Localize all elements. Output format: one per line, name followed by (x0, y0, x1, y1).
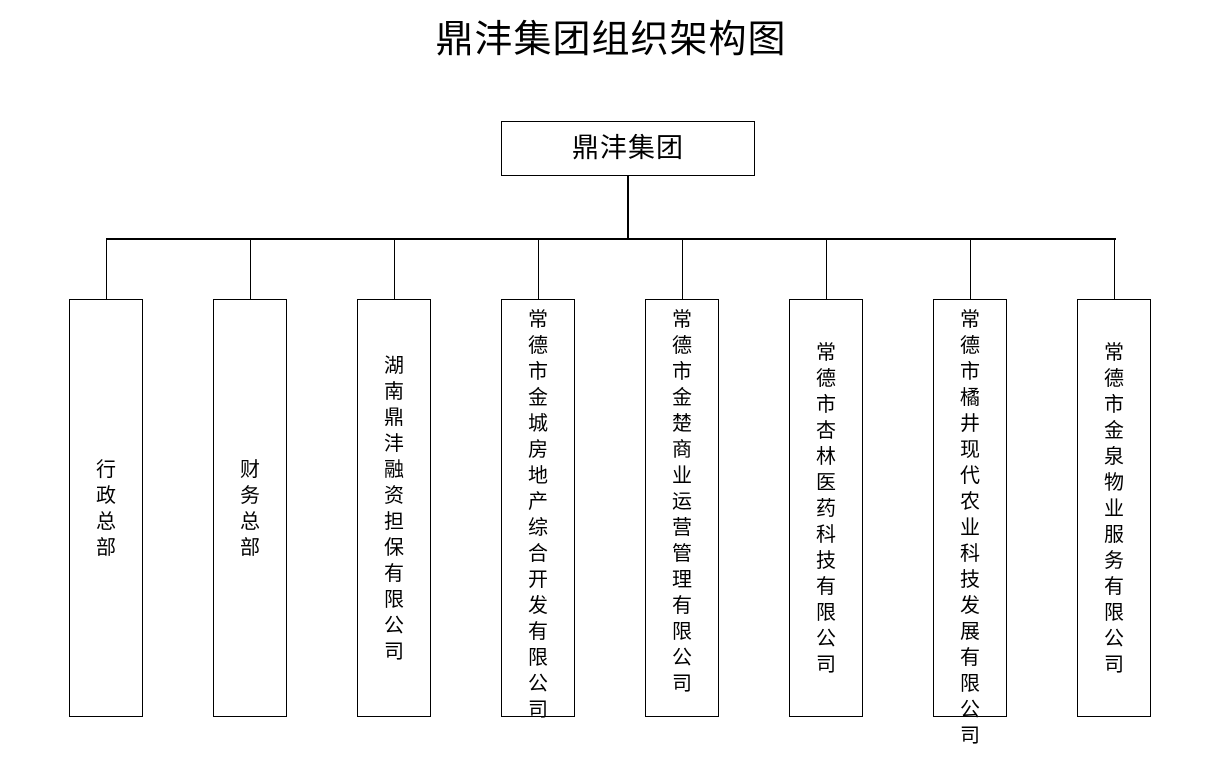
org-node-child-6[interactable]: 常德市杏林医药科技有限公司 (789, 299, 863, 717)
org-node-child-5[interactable]: 常德市金楚商业运营管理有限公司 (645, 299, 719, 717)
connector-drop-7 (969, 238, 972, 299)
org-node-child-1-label: 行政总部 (96, 457, 116, 559)
org-node-child-3[interactable]: 湖南鼎沣融资担保有限公司 (357, 299, 431, 717)
org-node-child-7[interactable]: 常德市橘井现代农业科技发展有限公司 (933, 299, 1007, 747)
org-node-child-3-label: 湖南鼎沣融资担保有限公司 (384, 353, 404, 663)
page-title: 鼎沣集团组织架构图 (435, 17, 787, 61)
connector-horizontal-bus (106, 238, 1116, 240)
connector-drop-2 (249, 238, 252, 299)
org-node-child-8[interactable]: 常德市金泉物业服务有限公司 (1077, 299, 1151, 717)
connector-drop-1 (105, 238, 108, 299)
connector-drop-4 (537, 238, 540, 299)
org-node-child-4[interactable]: 常德市金城房地产综合开发有限公司 (501, 299, 575, 721)
org-node-child-5-label: 常德市金楚商业运营管理有限公司 (672, 307, 692, 695)
org-node-child-4-label: 常德市金城房地产综合开发有限公司 (528, 307, 548, 721)
connector-drop-8 (1113, 238, 1116, 299)
org-node-child-8-label: 常德市金泉物业服务有限公司 (1104, 340, 1124, 676)
org-node-child-1[interactable]: 行政总部 (69, 299, 143, 717)
connector-root-stem (627, 176, 629, 239)
org-node-child-6-label: 常德市杏林医药科技有限公司 (816, 340, 836, 676)
org-node-root[interactable]: 鼎沣集团 (501, 121, 755, 176)
org-node-child-7-label: 常德市橘井现代农业科技发展有限公司 (960, 307, 980, 747)
org-node-child-2-label: 财务总部 (240, 457, 260, 559)
org-node-child-2[interactable]: 财务总部 (213, 299, 287, 717)
connector-drop-3 (393, 238, 396, 299)
connector-drop-6 (825, 238, 828, 299)
org-node-root-label: 鼎沣集团 (572, 132, 684, 164)
connector-drop-5 (681, 238, 684, 299)
